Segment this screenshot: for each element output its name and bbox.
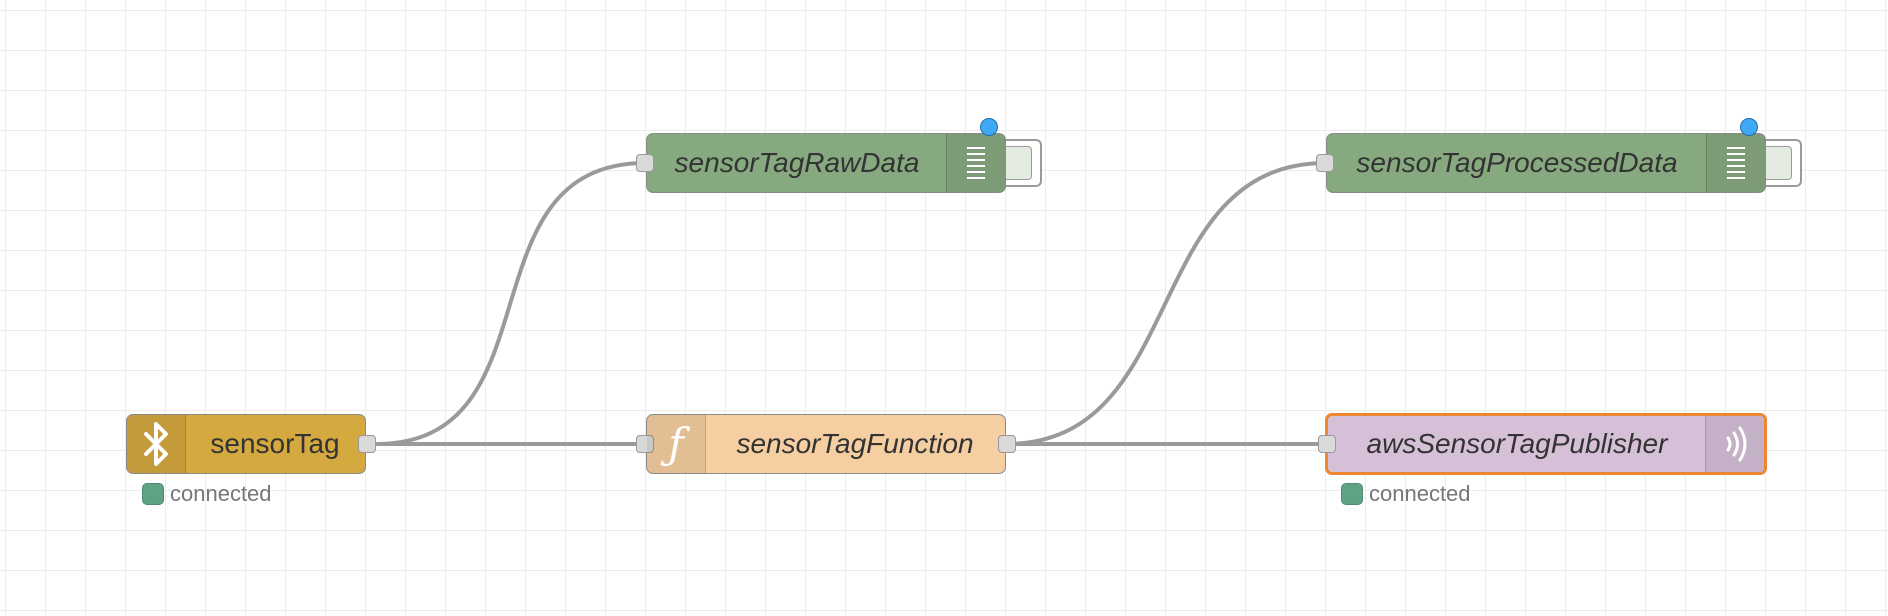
aws-publisher-node[interactable]: awsSensorTagPublisher [1318, 413, 1767, 475]
processed-data-debug-node[interactable]: sensorTagProcessedData [1316, 133, 1766, 193]
aws-publisher-input-port[interactable] [1318, 435, 1336, 453]
wire-sensortag-to-raw-data[interactable] [375, 161, 647, 446]
processed-data-debug-toggle[interactable] [1760, 139, 1802, 187]
raw-data-debug-toggle[interactable] [1000, 139, 1042, 187]
raw-data-input-port[interactable] [636, 154, 654, 172]
sensortag-status: connected [142, 481, 272, 507]
processed-data-node-label: sensorTagProcessedData [1356, 147, 1678, 178]
sensortag-status-text: connected [170, 481, 272, 506]
status-dot [1341, 483, 1363, 505]
function-node-label: sensorTagFunction [736, 428, 974, 459]
wireless-icon [1705, 416, 1764, 472]
function-output-port[interactable] [998, 435, 1016, 453]
raw-data-node-label: sensorTagRawData [674, 147, 920, 178]
aws-publisher-status-text: connected [1369, 481, 1471, 506]
wire-function-to-processed-data[interactable] [1005, 161, 1327, 446]
raw-data-changed-indicator [980, 118, 998, 136]
sensortag-node[interactable]: sensorTag [126, 414, 376, 474]
aws-publisher-node-label: awsSensorTagPublisher [1366, 428, 1668, 459]
processed-data-input-port[interactable] [1316, 154, 1334, 172]
sensortag-node-label: sensorTag [210, 428, 340, 459]
function-icon: ƒ [647, 415, 706, 473]
function-node[interactable]: ƒ sensorTagFunction [636, 414, 1016, 474]
aws-publisher-status: connected [1341, 481, 1471, 507]
function-input-port[interactable] [636, 435, 654, 453]
raw-data-debug-node[interactable]: sensorTagRawData [636, 133, 1006, 193]
processed-data-changed-indicator [1740, 118, 1758, 136]
debug-list-icon [946, 134, 1005, 192]
status-dot [142, 483, 164, 505]
bluetooth-icon [127, 415, 186, 473]
sensortag-output-port[interactable] [358, 435, 376, 453]
debug-list-icon [1706, 134, 1765, 192]
